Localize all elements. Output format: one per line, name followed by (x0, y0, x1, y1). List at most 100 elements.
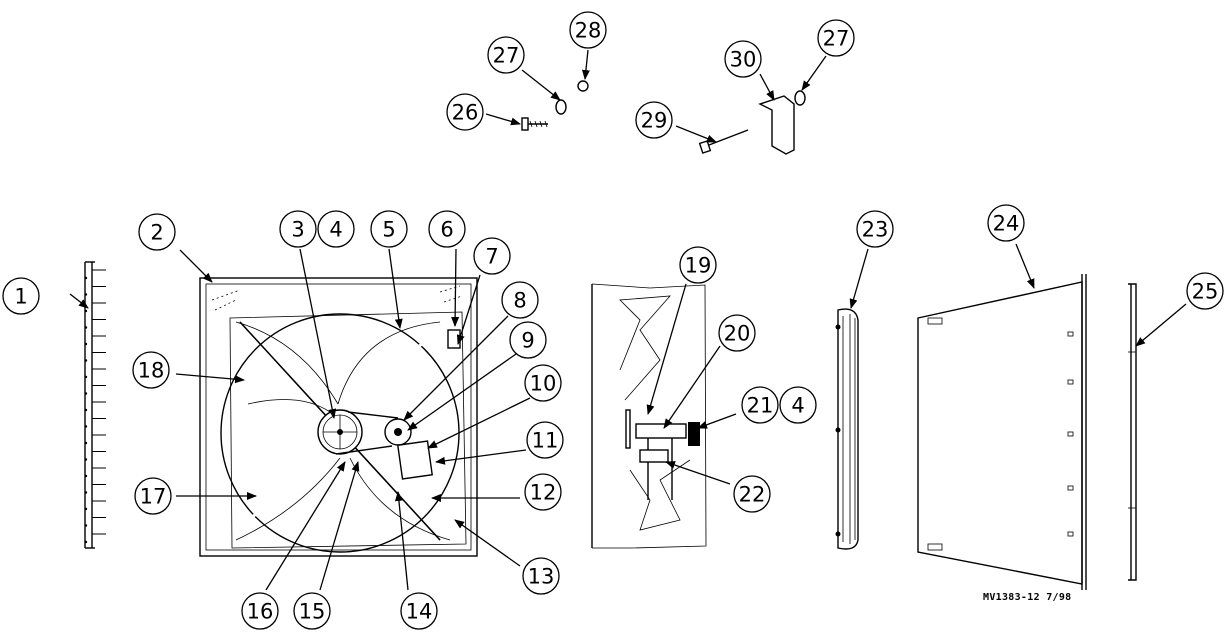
callout-number: 24 (993, 212, 1020, 236)
leader-arrow (454, 519, 521, 567)
callout-c21: 21 (741, 386, 779, 424)
callout-c13: 13 (522, 557, 560, 595)
callout-c9: 9 (509, 321, 547, 359)
callout-number: 15 (299, 600, 326, 624)
callout-number: 6 (440, 218, 453, 242)
callout-number: 1 (14, 285, 27, 309)
callout-c24: 24 (987, 204, 1025, 242)
leader-arrow (697, 413, 737, 429)
cone-hole (1067, 531, 1074, 537)
callout-c2: 2 (138, 213, 176, 251)
callout-c20: 20 (718, 314, 756, 352)
callout-c11: 11 (526, 421, 564, 459)
fan-guard-side (835, 308, 859, 550)
cone-hole (1067, 485, 1074, 491)
callout-number: 19 (685, 254, 712, 278)
leader-arrow (665, 461, 731, 485)
fan-side-view (591, 283, 707, 549)
callout-number: 30 (730, 48, 757, 72)
leader-arrow (451, 248, 460, 327)
shutter-side-strip (84, 261, 106, 549)
callout-c17: 17 (134, 477, 172, 515)
cone-hole (1067, 379, 1074, 385)
callout-number: 8 (513, 289, 526, 313)
cone-hole (1067, 331, 1074, 337)
louver-dot (84, 276, 88, 280)
leader-arrow (521, 69, 561, 101)
louver-dot (84, 540, 88, 544)
leader-arrow (759, 73, 775, 101)
leader-arrow (319, 461, 360, 591)
leader-arrows (69, 49, 1187, 591)
callout-c15: 15 (293, 592, 331, 630)
callout-number: 4 (791, 394, 804, 418)
louver-dot (84, 441, 88, 445)
callout-number: 9 (521, 329, 534, 353)
leader-arrow (175, 373, 245, 384)
louver-dot (84, 342, 88, 346)
callout-number: 18 (138, 359, 165, 383)
callout-number: 28 (575, 19, 602, 43)
leader-arrow (407, 353, 517, 431)
louver-dot (84, 425, 88, 428)
callout-number: 4 (329, 218, 342, 242)
mounting-flange (1128, 283, 1137, 581)
leader-arrow (299, 248, 337, 419)
callout-number: 21 (747, 394, 774, 418)
leader-arrow (1135, 303, 1187, 347)
callout-c23: 23 (856, 210, 894, 248)
louver-dot (84, 309, 88, 313)
fan-housing-front-view (199, 277, 478, 557)
callout-number: 20 (724, 322, 751, 346)
leader-arrow (179, 249, 213, 283)
callout-c7: 7 (473, 237, 511, 275)
callout-c28: 28 (569, 11, 607, 49)
callout-number: 16 (247, 600, 274, 624)
callout-number: 14 (406, 600, 433, 624)
callout-c27b: 27 (817, 19, 855, 57)
callout-c3: 3 (279, 210, 317, 248)
callout-c19: 19 (679, 246, 717, 284)
leader-arrow (265, 461, 346, 591)
callout-c5: 5 (370, 210, 408, 248)
leader-arrow (435, 449, 527, 465)
louver-dot (84, 359, 88, 362)
leader-arrow (69, 293, 89, 309)
leader-arrow (485, 113, 521, 126)
louver-dot (84, 524, 88, 527)
callout-number: 27 (493, 44, 520, 68)
leader-arrow (581, 49, 590, 80)
callout-c22: 22 (733, 475, 771, 513)
callout-c30: 30 (724, 40, 762, 78)
callout-number: 23 (862, 218, 889, 242)
callout-c1: 1 (2, 277, 40, 315)
louver-dot (84, 375, 88, 379)
callout-number: 13 (528, 565, 555, 589)
callout-number: 2 (150, 221, 163, 245)
louver-dot (84, 491, 88, 494)
leader-arrow (663, 345, 721, 429)
louver-dot (84, 293, 88, 296)
leader-arrow (675, 125, 717, 143)
callout-c10: 10 (524, 364, 562, 402)
callout-number: 29 (641, 109, 668, 133)
callout-c12: 12 (524, 473, 562, 511)
callout-c4b: 4 (779, 386, 817, 424)
callout-c25: 25 (1186, 272, 1224, 310)
callout-number: 11 (532, 429, 559, 453)
leader-arrow (427, 397, 531, 449)
callout-c27a: 27 (487, 36, 525, 74)
leader-arrow (801, 55, 827, 91)
callout-c29: 29 (635, 101, 673, 139)
leader-arrow (394, 491, 409, 591)
cone-hole (1067, 431, 1074, 437)
leader-arrow (849, 248, 869, 309)
callout-c6: 6 (428, 210, 466, 248)
callout-number: 25 (1192, 280, 1219, 304)
callout-c26: 26 (446, 93, 484, 131)
callout-number: 22 (739, 483, 766, 507)
callout-number: 17 (140, 485, 167, 509)
callout-number: 26 (452, 101, 479, 125)
